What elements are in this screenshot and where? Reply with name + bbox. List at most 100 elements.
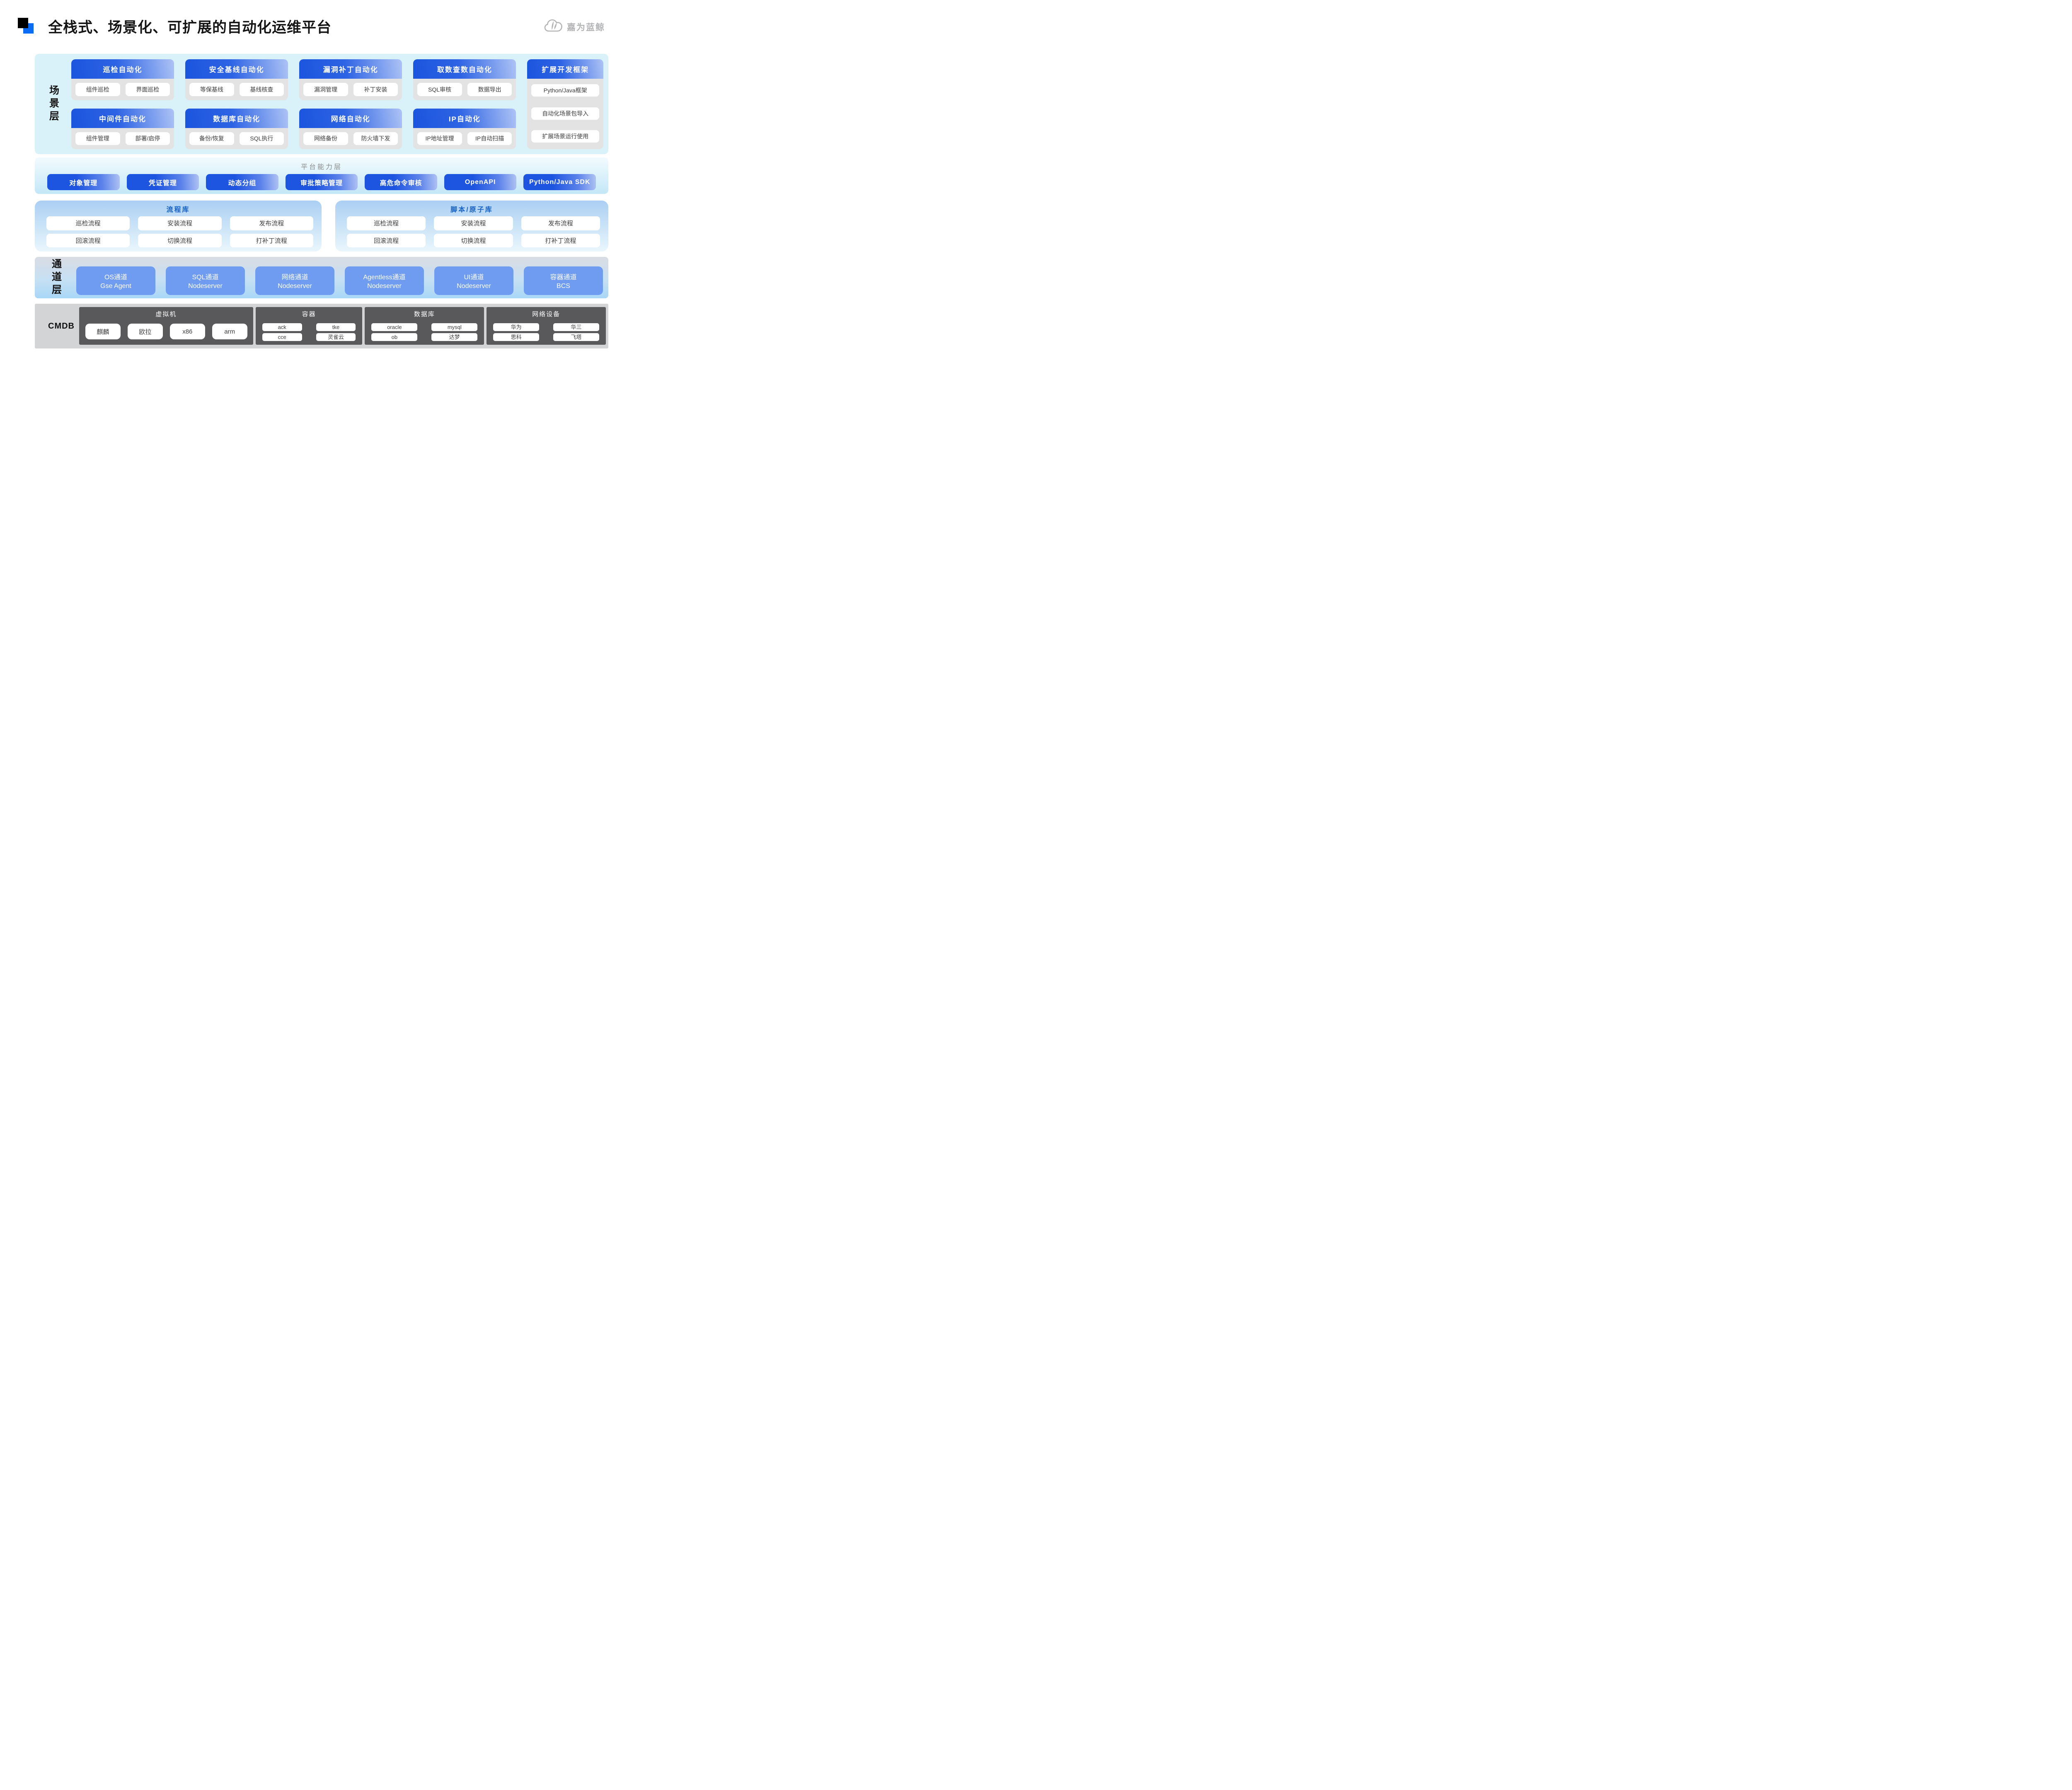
title-bullet (18, 18, 35, 35)
platform-buttons-row: 对象管理 凭证管理 动态分组 审批策略管理 高危命令审核 OpenAPI Pyt… (47, 174, 596, 190)
scenario-item-pill: 备份/恢复 (189, 132, 234, 145)
layer-label-channel: 通道层 (50, 258, 61, 297)
channel-tech: BCS (557, 283, 570, 290)
scenario-item-pill: 网络备份 (303, 132, 348, 145)
scenario-card-title: 取数查数自动化 (413, 59, 516, 79)
platform-capability-button: 动态分组 (206, 174, 278, 190)
scenario-card-body: IP地址管理 IP自动扫描 (413, 128, 516, 149)
scenario-item-pill: 漏洞管理 (303, 83, 348, 96)
platform-capability-button: OpenAPI (444, 174, 517, 190)
scenario-card-title: 网络自动化 (299, 108, 402, 128)
cmdb-item-pill: 华为 (493, 323, 540, 331)
scenario-item-pill: IP地址管理 (417, 132, 462, 145)
cmdb-panel-title: 网络设备 (532, 311, 561, 318)
cmdb-item-pill: tke (316, 323, 356, 331)
channel-card: SQL通道 Nodeserver (166, 266, 245, 295)
cmdb-panel-vm: 虚拟机 麒麟 欧拉 x86 arm (79, 307, 253, 345)
channel-layer: 通道层 OS通道 Gse Agent SQL通道 Nodeserver 网络通道… (35, 257, 608, 298)
scenario-card-title: IP自动化 (413, 108, 516, 128)
cmdb-item-pill: x86 (169, 324, 205, 339)
library-item: 回滚流程 (346, 233, 426, 247)
scenario-card-body: 网络备份 防火墙下发 (299, 128, 402, 149)
scenario-card-title: 数据库自动化 (185, 108, 288, 128)
library-item: 安装流程 (138, 216, 222, 230)
channel-name: 网络通道 (281, 274, 308, 281)
scenario-card-body: 组件巡检 界面巡检 (71, 79, 174, 100)
platform-layer-title: 平台能力层 (300, 164, 342, 171)
process-library-panel: 流程库 巡检流程 安装流程 发布流程 回滚流程 切换流程 打补丁流程 (35, 201, 322, 252)
scenario-item-pill: SQL审核 (417, 83, 462, 96)
library-item: 发布流程 (521, 216, 600, 230)
channel-card: UI通道 Nodeserver (434, 266, 513, 295)
layer-label-scenario: 场景层 (47, 85, 59, 123)
cmdb-item-pill: ob (371, 333, 418, 341)
cmdb-panel-title: 数据库 (414, 311, 435, 318)
scenario-card-title: 漏洞补丁自动化 (299, 59, 402, 79)
scenario-card: 中间件自动化 组件管理 部署/启停 (71, 108, 174, 149)
scenario-card: 网络自动化 网络备份 防火墙下发 (299, 108, 402, 149)
logo: 嘉为蓝鲸 (544, 18, 605, 35)
channel-card: OS通道 Gse Agent (76, 266, 155, 295)
cmdb-panel-title: 虚拟机 (155, 311, 177, 318)
cmdb-item-pill: ack (262, 323, 302, 331)
library-item: 安装流程 (434, 216, 513, 230)
scenario-card-title: 巡检自动化 (71, 59, 174, 79)
scenario-item-pill: 数据导出 (467, 83, 512, 96)
channel-cards-row: OS通道 Gse Agent SQL通道 Nodeserver 网络通道 Nod… (76, 266, 603, 295)
cmdb-item-pill: arm (212, 324, 247, 339)
scenario-card-title: 中间件自动化 (71, 108, 174, 128)
script-atom-library-panel: 脚本/原子库 巡检流程 安装流程 发布流程 回滚流程 切换流程 打补丁流程 (335, 201, 608, 252)
channel-card: Agentless通道 Nodeserver (345, 266, 424, 295)
slide: 全栈式、场景化、可扩展的自动化运维平台 嘉为蓝鲸 场景层 巡检自动化 组件巡检 … (0, 0, 637, 358)
cmdb-layer: CMDB 虚拟机 麒麟 欧拉 x86 arm 容器 ack tke cce 灵雀… (35, 304, 608, 348)
scenario-card-body: 组件管理 部署/启停 (71, 128, 174, 149)
scenario-card: 漏洞补丁自动化 漏洞管理 补丁安装 (299, 59, 402, 100)
channel-tech: Nodeserver (457, 283, 491, 290)
scenario-layer: 场景层 巡检自动化 组件巡检 界面巡检 安全基线自动化 等保基线 基线核查 漏洞… (35, 54, 608, 154)
platform-capability-button: 高危命令审核 (365, 174, 437, 190)
platform-layer: 平台能力层 对象管理 凭证管理 动态分组 审批策略管理 高危命令审核 OpenA… (35, 157, 608, 194)
library-title: 脚本/原子库 (450, 206, 493, 213)
scenario-item-pill: 补丁安装 (353, 83, 398, 96)
channel-tech: Gse Agent (100, 283, 131, 290)
page-title: 全栈式、场景化、可扩展的自动化运维平台 (48, 19, 332, 36)
platform-capability-button: 凭证管理 (126, 174, 199, 190)
scenario-item-pill: 组件巡检 (75, 83, 120, 96)
library-item: 巡检流程 (346, 216, 426, 230)
scenario-card: IP自动化 IP地址管理 IP自动扫描 (413, 108, 516, 149)
cmdb-item-pill: cce (262, 333, 302, 341)
channel-name: Agentless通道 (363, 274, 406, 281)
scenario-card-body: Python/Java框架 自动化场景包导入 扩展场景运行使用 (527, 79, 603, 149)
libraries-row: 流程库 巡检流程 安装流程 发布流程 回滚流程 切换流程 打补丁流程 脚本/原子… (35, 201, 608, 252)
cmdb-panel-items: oracle mysql ob 达梦 (371, 323, 478, 341)
library-title: 流程库 (166, 206, 190, 213)
cmdb-item-pill: 思科 (493, 333, 540, 341)
cmdb-panel-items: ack tke cce 灵雀云 (262, 323, 356, 341)
scenario-item-pill: 防火墙下发 (353, 132, 398, 145)
scenario-grid: 巡检自动化 组件巡检 界面巡检 安全基线自动化 等保基线 基线核查 漏洞补丁自动… (71, 59, 603, 149)
scenario-card-title: 扩展开发框架 (527, 59, 603, 79)
channel-name: UI通道 (464, 274, 484, 281)
channel-card: 网络通道 Nodeserver (255, 266, 334, 295)
scenario-card-body: SQL审核 数据导出 (413, 79, 516, 100)
library-item: 切换流程 (138, 233, 222, 247)
library-item: 切换流程 (434, 233, 513, 247)
cmdb-panel-items: 麒麟 欧拉 x86 arm (85, 324, 247, 339)
bullet-black-square (18, 18, 28, 28)
scenario-item-pill: IP自动扫描 (467, 132, 512, 145)
channel-name: 容器通道 (550, 274, 577, 281)
cmdb-panel-database: 数据库 oracle mysql ob 达梦 (365, 307, 484, 345)
cmdb-item-pill: 飞塔 (553, 333, 599, 341)
cmdb-item-pill: 华三 (553, 323, 599, 331)
cmdb-item-pill: 灵雀云 (316, 333, 356, 341)
cmdb-panel-container: 容器 ack tke cce 灵雀云 (255, 307, 363, 345)
scenario-item-pill: 部署/启停 (125, 132, 170, 145)
scenario-item-pill: SQL执行 (239, 132, 284, 145)
scenario-card: 取数查数自动化 SQL审核 数据导出 (413, 59, 516, 100)
library-item: 巡检流程 (46, 216, 130, 230)
logo-cloud-icon (544, 18, 563, 35)
channel-name: OS通道 (104, 274, 128, 281)
library-grid: 巡检流程 安装流程 发布流程 回滚流程 切换流程 打补丁流程 (46, 216, 313, 247)
scenario-item-pill: 界面巡检 (125, 83, 170, 96)
extension-item-pill: 扩展场景运行使用 (531, 130, 599, 143)
